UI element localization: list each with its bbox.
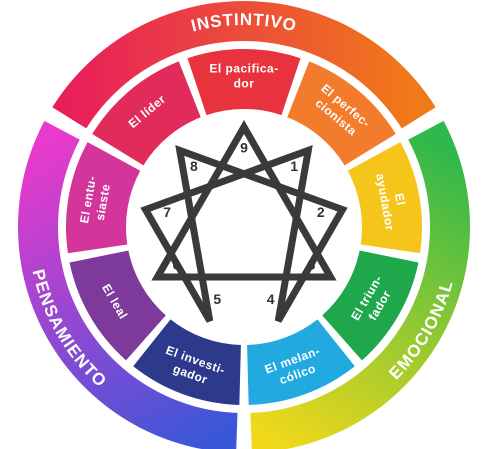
type-segment-6 <box>69 250 166 361</box>
type-segment-7 <box>66 142 141 254</box>
type-label-line: dor <box>234 77 255 91</box>
group-arc-instintivo <box>52 1 436 129</box>
type-segment-3 <box>322 250 419 361</box>
enneagram-figure <box>140 119 348 323</box>
group-arc-pensamiento <box>18 120 238 449</box>
center-number-9: 9 <box>240 140 248 156</box>
type-label-9: El pacifica-dor <box>209 62 278 91</box>
group-arc-emocional <box>250 120 470 449</box>
center-numbers: 9 1 2 3 4 5 6 7 8 <box>163 140 325 307</box>
center-number-8: 8 <box>190 158 198 174</box>
center-number-4: 4 <box>267 291 275 307</box>
type-label-line: El pacifica- <box>209 62 278 76</box>
type-segment-5 <box>133 319 241 405</box>
enneagram-triangle <box>151 119 337 281</box>
type-label-line: El <box>392 192 408 207</box>
type-label-line: siaste <box>93 183 113 222</box>
type-segment-1 <box>287 61 396 166</box>
type-segment-8 <box>92 61 201 166</box>
enneagram-hexad <box>140 145 348 323</box>
center-number-5: 5 <box>213 291 221 307</box>
center-number-3: 3 <box>308 257 316 273</box>
type-segment-4 <box>247 319 355 405</box>
type-segment-2 <box>347 142 423 254</box>
type-label-7: El entu-siaste <box>77 175 113 225</box>
center-number-6: 6 <box>173 257 181 273</box>
center-number-7: 7 <box>163 204 171 220</box>
type-segment-9 <box>187 49 301 116</box>
center-number-1: 1 <box>290 158 298 174</box>
center-number-2: 2 <box>317 204 325 220</box>
